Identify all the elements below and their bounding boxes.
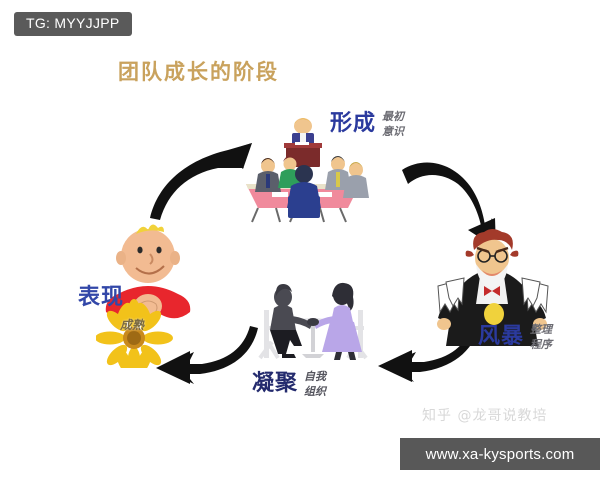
angry-man-tearing-papers-illustration: [437, 229, 549, 346]
meeting-table-illustration: [246, 118, 369, 223]
couple-at-table-silhouette-illustration: [258, 282, 368, 360]
zhihu-watermark: 知乎 @龙哥说教培: [422, 408, 548, 424]
stage-sub-norming-line1: 自我: [304, 370, 327, 383]
stage-label-storming: 风暴 整理 程序: [478, 323, 552, 353]
stage-sub-norming: 自我 组织: [304, 370, 326, 400]
arrow-performing-to-forming: [150, 143, 252, 220]
stage-label-norming: 凝聚 自我 组织: [252, 370, 326, 400]
stage-name-storming: 风暴: [478, 324, 525, 349]
site-url-bar: www.xa-kysports.com: [400, 438, 600, 470]
stage-name-performing: 表现: [78, 285, 125, 310]
baby-and-sunflower-illustration: [96, 224, 191, 368]
stage-sub-norming-line2: 组织: [304, 384, 327, 398]
stage-sub-forming: 最初 意识: [382, 110, 404, 140]
arrow-storming-to-norming: [378, 324, 480, 382]
stage-label-performing: 表现 成熟: [78, 285, 144, 332]
stage-name-forming: 形成: [330, 111, 377, 136]
stage-sub-storming: 整理 程序: [530, 323, 552, 353]
stage-sub-storming-line1: 整理: [530, 323, 553, 336]
page-title: 团队成长的阶段: [118, 60, 279, 84]
stage-sub-forming-line1: 最初: [382, 110, 405, 123]
arrow-norming-to-performing: [156, 326, 258, 384]
stage-sub-performing: 成熟: [120, 318, 145, 332]
stage-name-norming: 凝聚: [252, 371, 299, 396]
stage-sub-storming-line2: 程序: [530, 337, 553, 351]
stage-sub-forming-line2: 意识: [382, 124, 405, 138]
tg-badge: TG: MYYJJPP: [14, 12, 132, 37]
stage-label-forming: 形成 最初 意识: [330, 110, 404, 140]
